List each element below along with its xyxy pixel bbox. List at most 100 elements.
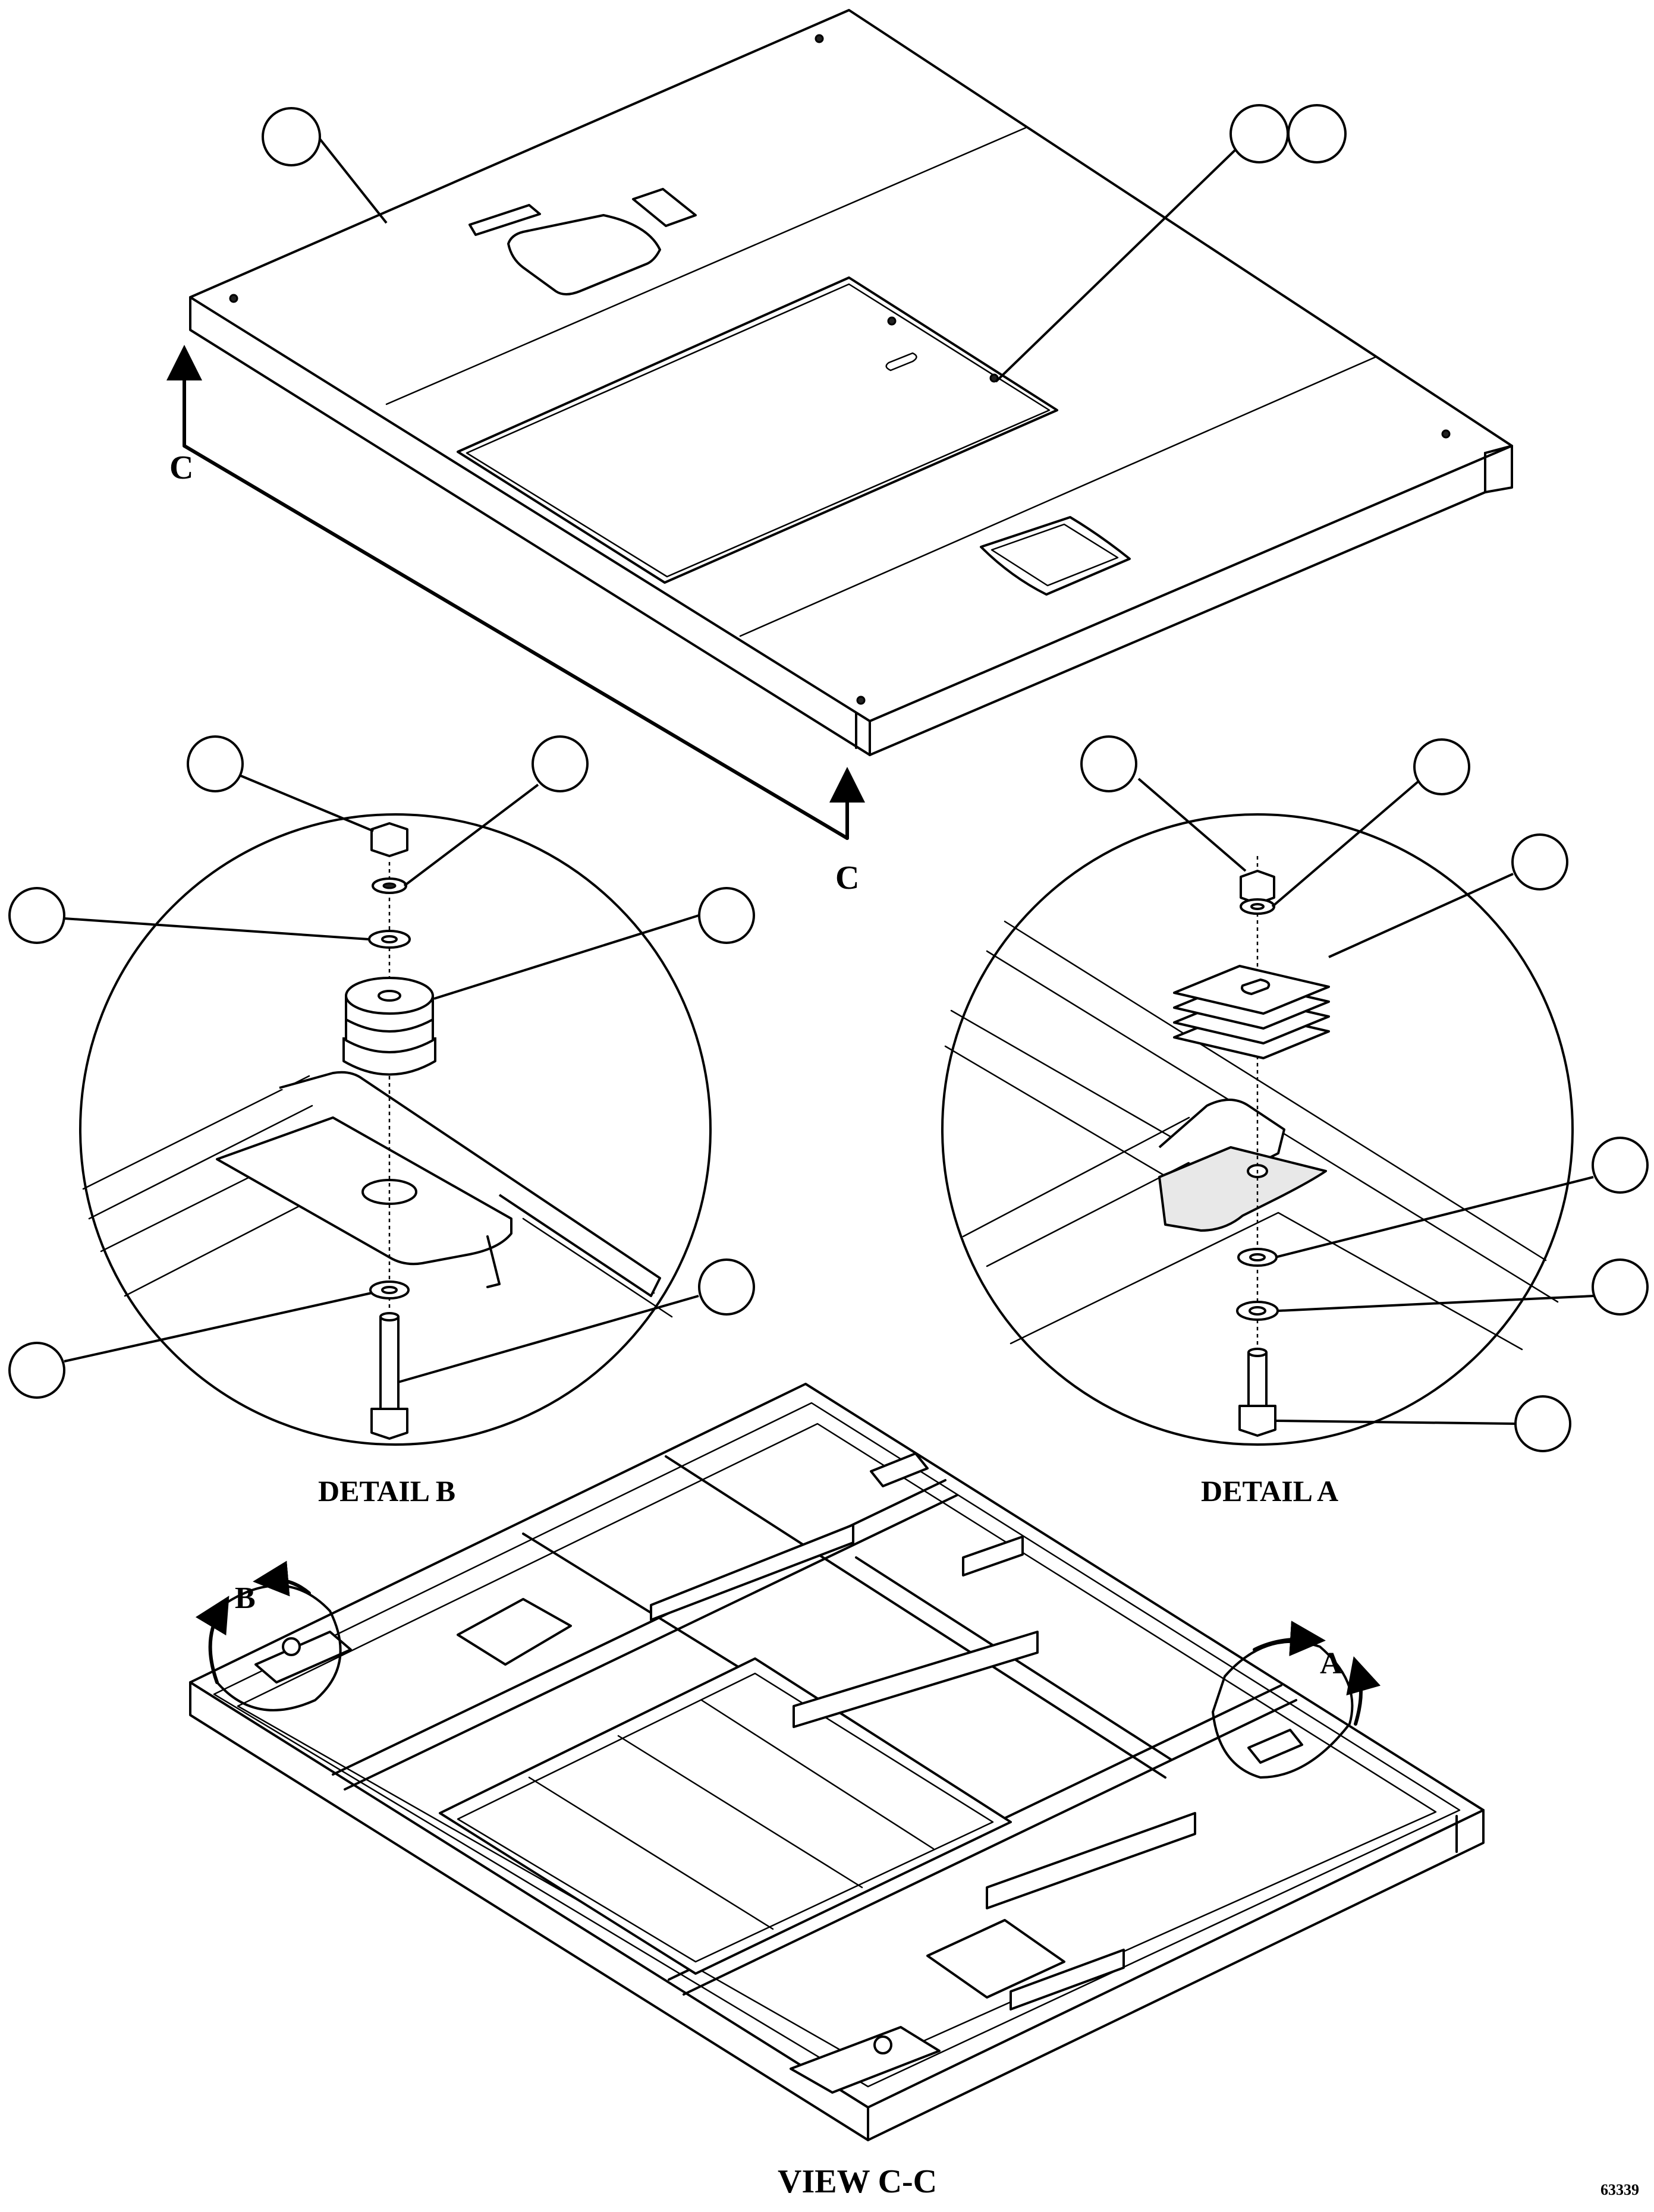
screw-hole [887,316,897,326]
detail-b-circle [79,813,712,1446]
detail-a-washer-mid-hole [1249,1253,1266,1261]
callout-balloon [1592,1258,1649,1316]
frame-bar [1010,1949,1125,2010]
deck-right-edge [869,452,1486,756]
leader-line [64,1292,372,1363]
detail-b-flat-washer-hole [381,935,398,943]
leader-line [1271,781,1419,908]
detail-a-caption: DETAIL A [1201,1474,1338,1508]
detail-a-rail [944,1009,1190,1184]
detail-a-bolt-head [1238,1405,1276,1437]
corner-hole [229,294,238,303]
callout-balloon [187,735,244,792]
frame-cutout [457,1598,572,1666]
callout-balloon [1511,833,1568,891]
frame-center-box [439,1657,1012,1975]
rear-slot-left [468,204,541,236]
access-plate [457,276,1058,584]
detail-b-plate-edge [486,1235,501,1288]
leader-line [1275,1420,1517,1425]
detail-a-washer-hole [1250,903,1265,910]
view-c-c-caption: VIEW C-C [778,2163,937,2200]
callout-balloon [262,107,321,166]
deck-seam-line [739,355,1378,637]
leader-line [1275,1176,1594,1258]
section-label-c-right: C [835,860,859,896]
detail-b-rail [124,1194,322,1297]
leader-line [403,784,539,887]
detail-b-bolt-head [370,1408,408,1440]
detail-b-lock-washer-hole [382,882,397,889]
leader-line [1328,873,1514,958]
top-view-callouts [262,104,1347,383]
frame-cutout [926,1919,1065,1999]
leader-line [1278,1295,1594,1312]
callout-balloon [1230,104,1289,163]
callout-balloon [8,887,65,944]
deck-seam-line [385,127,1027,405]
corner-hole [815,34,824,43]
leader-line [398,1295,699,1383]
deck-left-edge [189,296,871,756]
detail-a-marker-arc [1212,1640,1354,1779]
detail-a-bolt-shank [1247,1351,1268,1407]
detail-a-block [1158,1146,1327,1232]
top-deck-view [189,9,1513,756]
frame-foot-bolt [282,1637,301,1656]
detail-a-circle [941,813,1574,1446]
frame-cross-member [683,1699,1297,1996]
detail-b-lower-washer-hole [381,1286,398,1294]
frame-cross-member [344,1494,958,1791]
callout-balloon [698,1258,755,1316]
detail-b-caption: DETAIL B [318,1474,455,1508]
leader-line [64,917,369,940]
detail-a-marker-label: A [1320,1647,1342,1681]
frame-long-member [665,1455,1166,1779]
rear-slot-right [632,188,697,227]
callout-balloon [698,887,755,944]
detail-a-nut [1240,870,1275,905]
section-line-c: C C [166,345,865,896]
frame-long-member [522,1533,774,1689]
detail-b-nut [370,822,408,857]
deck-front-corner [855,712,871,756]
frame-inner-rim [213,1402,1461,2088]
leader-line [240,775,374,832]
callout-balloon [8,1342,65,1399]
front-cutout-inner [990,523,1119,587]
detail-a: DETAIL A [941,735,1649,1508]
leader-line [995,147,1238,383]
callout-balloon [1413,738,1470,795]
frame-foot-bolt [873,2035,892,2054]
section-cut-line [183,444,849,840]
detail-b-bolt-shank [379,1316,400,1410]
leader-line [1137,778,1247,872]
detail-b: DETAIL B [8,735,755,1508]
frame-bar [650,1524,854,1621]
callout-balloon [1592,1137,1649,1194]
corner-hole [856,696,866,705]
frame-right-side [867,1809,1485,2141]
section-label-c-left: C [169,449,193,486]
detail-a-shim-slot [1241,978,1271,995]
view-c-c: B A VIEW C-C [189,1383,1485,2200]
callout-balloon [532,735,589,792]
frame-left-side [189,1681,869,2141]
leader-line [433,914,699,1000]
detail-a-marker-arrow [1346,1656,1381,1726]
detail-a-bolt-tip [1247,1348,1268,1357]
deck-corner-block [1484,445,1513,493]
callout-balloon [1080,735,1137,792]
detail-b-marker-arrow [253,1560,311,1597]
frame-foot-plate [254,1631,352,1684]
callout-balloon [1287,104,1347,163]
frame-center-rib [528,1699,935,1930]
rear-cutout [507,214,661,295]
frame-bar [793,1631,1039,1728]
detail-b-isolator-hole [378,990,401,1002]
callout-balloon [1514,1395,1571,1452]
frame-foot-plate [790,2026,941,2094]
corner-hole [1441,429,1451,439]
frame-center-box-inner [457,1672,994,1963]
